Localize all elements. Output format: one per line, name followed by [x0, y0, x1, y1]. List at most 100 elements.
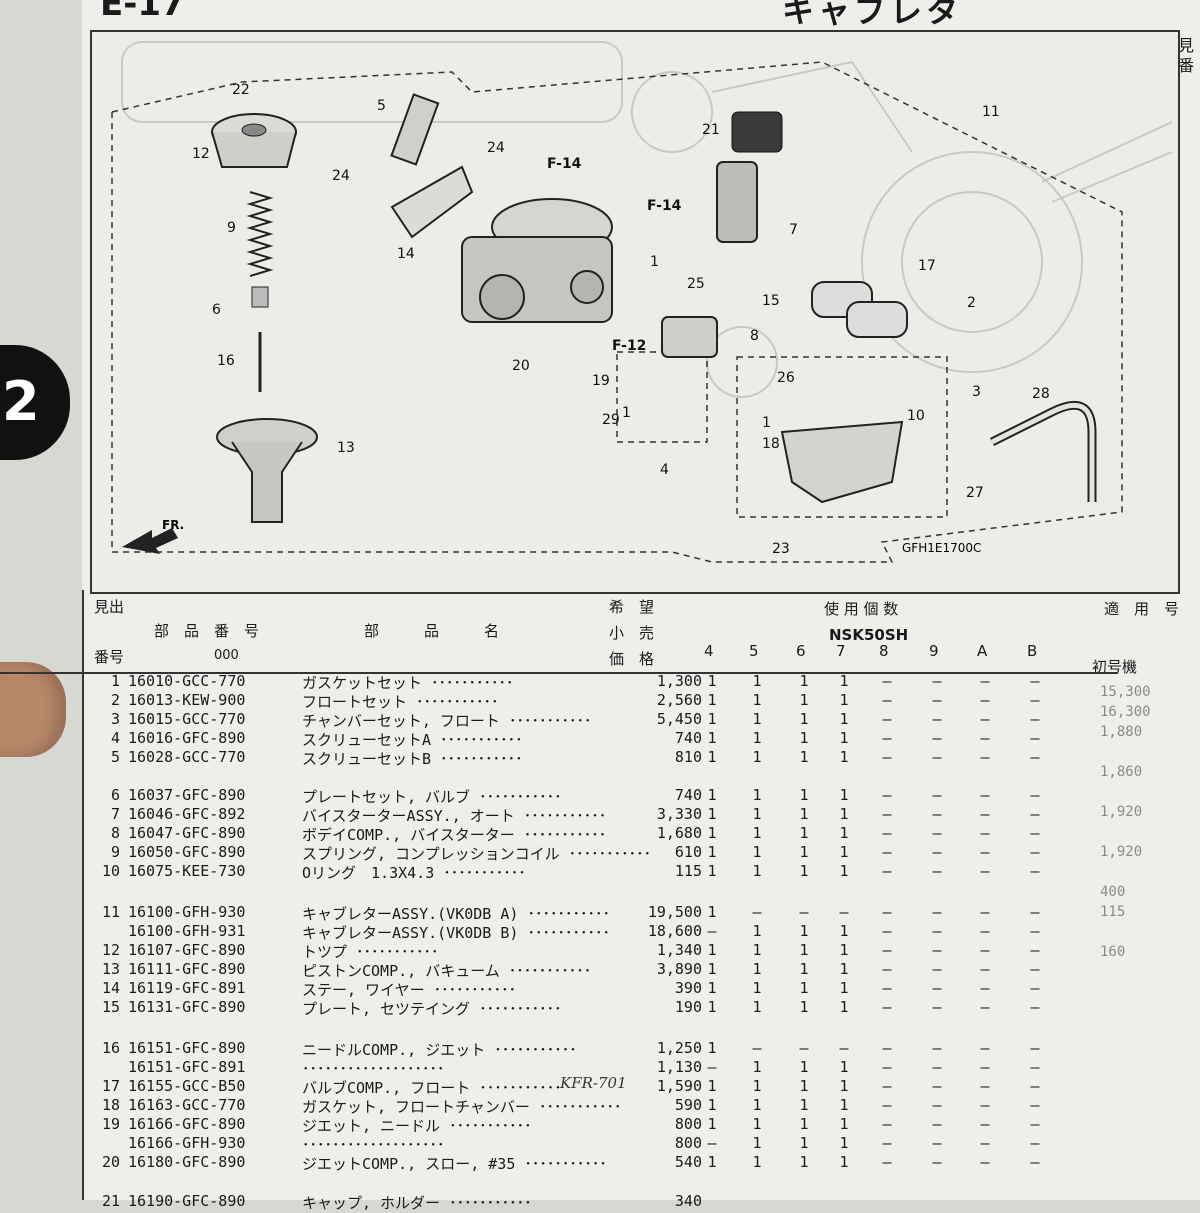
callout-1: 1 [622, 405, 631, 421]
qty-cell: 1 [752, 979, 762, 997]
qty-cell: — [980, 979, 990, 997]
part-number: 16010-GCC-770 [128, 672, 246, 690]
callout-20: 20 [512, 358, 530, 374]
part-number: 16111-GFC-890 [128, 960, 246, 978]
callout-16: 16 [217, 353, 235, 369]
row-number: 10 [101, 862, 120, 880]
retail-price: 18,600 [647, 922, 702, 940]
qty-cell: — [882, 1134, 892, 1152]
qty-cell: — [882, 941, 892, 959]
part-name: ガスケットセット ･･･････････ [302, 674, 514, 692]
qty-cell: — [882, 1058, 892, 1076]
qty-cell: — [882, 824, 892, 842]
retail-price: 190 [674, 998, 702, 1016]
part-number: 16047-GFC-890 [128, 824, 246, 842]
qty-cell: — [1030, 1153, 1040, 1171]
qty-cell: 1 [799, 1134, 809, 1152]
screw-set-5-part [390, 93, 440, 166]
bleed-through-value: 16,300 [1100, 704, 1151, 720]
qty-cell: 1 [707, 1096, 717, 1114]
qty-cell: — [980, 805, 990, 823]
row-number: 3 [110, 710, 120, 728]
vacuum-piston-part [216, 418, 318, 523]
callout-24: 24 [332, 168, 350, 184]
qty-cell: 1 [799, 922, 809, 940]
retail-price: 740 [674, 786, 702, 804]
qty-cell: 1 [839, 960, 849, 978]
retail-price: 2,560 [656, 691, 702, 709]
part-name: ジエットCOMP., スロー, #35 ･･･････････ [302, 1155, 607, 1173]
qty-cell: — [932, 748, 942, 766]
qty-cell: — [1030, 843, 1040, 861]
bleed-through-value: 1,860 [1100, 764, 1143, 780]
qty-cell: — [932, 1039, 942, 1057]
qty-cell: 1 [839, 729, 849, 747]
section-title: キャブレタ [782, 0, 963, 30]
qty-cell: — [1030, 1134, 1040, 1152]
qty-cell: 1 [707, 1115, 717, 1133]
callout-29: 29 [602, 412, 620, 428]
row-number: 4 [110, 729, 120, 747]
qty-cell: — [707, 1134, 717, 1152]
part-number: 16015-GCC-770 [128, 710, 246, 728]
callout-f-14: F-14 [647, 198, 682, 214]
qty-cell: — [980, 998, 990, 1016]
qty-cell: — [1030, 672, 1040, 690]
qty-cell: 1 [799, 672, 809, 690]
qty-cell: — [980, 1077, 990, 1095]
part-number: 16180-GFC-890 [128, 1153, 246, 1171]
page-header: E-17 キャブレタ [82, 0, 1200, 30]
table-row: 16151-GFC-891 ･･･････････････････1,130—1… [82, 1058, 1200, 1078]
qty-cell: — [882, 998, 892, 1016]
spring-part [246, 191, 274, 277]
part-number: 16100-GFH-931 [128, 922, 246, 940]
qty-cell: 1 [799, 843, 809, 861]
qty-cell: — [932, 710, 942, 728]
bystarter-body-part [661, 316, 718, 358]
qty-cell: 1 [752, 672, 762, 690]
qty-cell: 1 [707, 862, 717, 880]
qty-cell: — [980, 1039, 990, 1057]
qty-cell: 1 [839, 672, 849, 690]
qty-cell: — [932, 1153, 942, 1171]
retail-price: 1,250 [656, 1039, 702, 1057]
part-number: 16037-GFC-890 [128, 786, 246, 804]
qty-cell: 1 [707, 786, 717, 804]
qty-cell: 1 [839, 941, 849, 959]
qty-cell: 1 [839, 824, 849, 842]
qty-cell: — [882, 960, 892, 978]
retail-price: 1,590 [656, 1077, 702, 1095]
retail-price: 3,890 [656, 960, 702, 978]
header-bango: 番号 [94, 648, 125, 666]
catalog-page: E-17 キャブレタ 見番 [82, 0, 1200, 1200]
row-number: 6 [110, 786, 120, 804]
qty-cell: — [1030, 729, 1040, 747]
qty-cell: — [1030, 979, 1040, 997]
assembly-boundary [111, 61, 1123, 563]
retail-price: 390 [674, 979, 702, 997]
float-chamber-part [780, 420, 904, 504]
part-name: プレートセット, バルブ ･･･････････ [302, 788, 562, 806]
part-number: 16190-GFC-890 [128, 1192, 246, 1210]
qty-cell: — [882, 862, 892, 880]
qty-cell: 1 [707, 824, 717, 842]
retail-price: 1,300 [656, 672, 702, 690]
qty-cell: 1 [707, 998, 717, 1016]
qty-cell: — [882, 903, 892, 921]
callout-17: 17 [918, 258, 936, 274]
header-part-no: 部 品 番 号 [154, 622, 260, 640]
part-name: ピストンCOMP., バキューム ･･･････････ [302, 962, 592, 980]
part-name: ボデイCOMP., バイスターター ･･･････････ [302, 826, 607, 844]
qty-cell: 1 [707, 729, 717, 747]
qty-cell: 1 [839, 1058, 849, 1076]
retail-price: 540 [674, 1153, 702, 1171]
qty-cell: — [980, 922, 990, 940]
header-midashi: 見出 [94, 598, 125, 616]
qty-cell: 1 [752, 1058, 762, 1076]
